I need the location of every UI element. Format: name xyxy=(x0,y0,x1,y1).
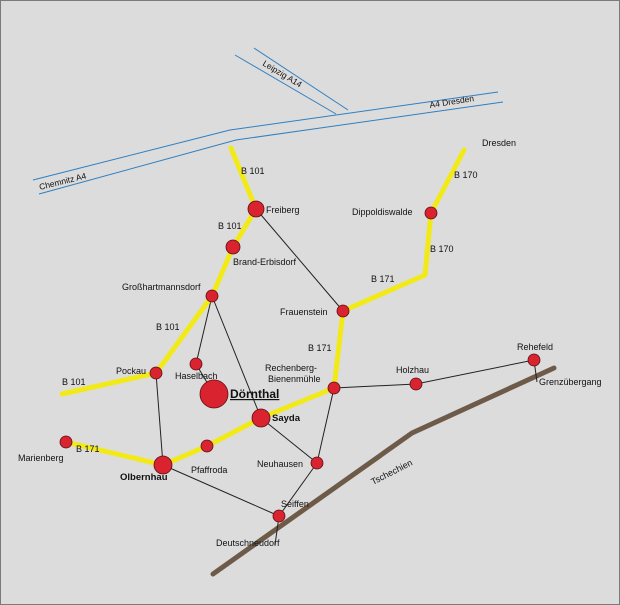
holzhau-label: Holzhau xyxy=(396,365,429,375)
brand-erbisdorf-label: Brand-Erbisdorf xyxy=(233,257,297,267)
sayda-label: Sayda xyxy=(272,413,301,424)
b171-east-label: B 171 xyxy=(371,274,395,284)
pockau-label: Pockau xyxy=(116,366,146,376)
autobahn-a14 xyxy=(234,47,349,115)
sayda-marker[interactable] xyxy=(251,408,271,428)
grosshartmannsdorf-marker[interactable] xyxy=(205,289,219,303)
seiffen-label: Seiffen xyxy=(281,499,309,509)
neuhausen-marker[interactable] xyxy=(310,456,324,470)
border-line xyxy=(210,365,557,577)
pfaffroda-marker[interactable] xyxy=(200,439,214,453)
freiberg-marker[interactable] xyxy=(247,200,265,218)
b101-mid-label: B 101 xyxy=(156,322,180,332)
b170-south-label: B 170 xyxy=(430,244,454,254)
brand-erbisdorf-marker[interactable] xyxy=(225,239,241,255)
b170-north-label: B 170 xyxy=(454,170,478,180)
neuhausen-label: Neuhausen xyxy=(257,459,303,469)
b101-freiberg-label: B 101 xyxy=(218,221,242,231)
freiberg-label: Freiberg xyxy=(266,205,300,215)
b101-north-label: B 101 xyxy=(241,166,265,176)
rechenberg-label-line1: Rechenberg- xyxy=(265,363,317,373)
marienberg-marker[interactable] xyxy=(59,435,73,449)
haselbach-label: Haselbach xyxy=(175,371,218,381)
frauenstein-marker[interactable] xyxy=(336,304,350,318)
rechenberg-marker[interactable] xyxy=(327,381,341,395)
dippoldiswalde-marker[interactable] xyxy=(424,206,438,220)
tschechien-label: Tschechien xyxy=(369,457,414,486)
marienberg-label: Marienberg xyxy=(18,453,64,463)
dippoldiswalde-label: Dippoldiswalde xyxy=(352,207,413,217)
doernthal-marker[interactable] xyxy=(199,379,229,409)
a4-west-label: Chemnitz A4 xyxy=(38,171,87,192)
deutschneudorf-label: Deutschneudorf xyxy=(216,538,280,548)
holzhau-marker[interactable] xyxy=(409,377,423,391)
doernthal-label: Dörnthal xyxy=(230,387,279,401)
grosshartmannsdorf-label: Großhartmannsdorf xyxy=(122,282,201,292)
b171-mid-label: B 171 xyxy=(308,343,332,353)
b101-west-label: B 101 xyxy=(62,377,86,387)
olbernhau-label: Olbernhau xyxy=(120,472,168,483)
haselbach-marker[interactable] xyxy=(189,357,203,371)
rechenberg-label-line2: Bienenmühle xyxy=(268,374,321,384)
b171-west-label: B 171 xyxy=(76,444,100,454)
town-markers xyxy=(59,200,541,523)
autobahn-a4 xyxy=(32,91,504,195)
frauenstein-label: Frauenstein xyxy=(280,307,328,317)
seiffen-marker[interactable] xyxy=(272,509,286,523)
rehefeld-marker[interactable] xyxy=(527,353,541,367)
olbernhau-marker[interactable] xyxy=(153,455,173,475)
pfaffroda-label: Pfaffroda xyxy=(191,465,227,475)
grenzuebergang-label: Grenzübergang xyxy=(539,377,602,387)
rehefeld-label: Rehefeld xyxy=(517,342,553,352)
b101-road xyxy=(59,145,259,397)
dresden-label: Dresden xyxy=(482,138,516,148)
pockau-marker[interactable] xyxy=(149,366,163,380)
